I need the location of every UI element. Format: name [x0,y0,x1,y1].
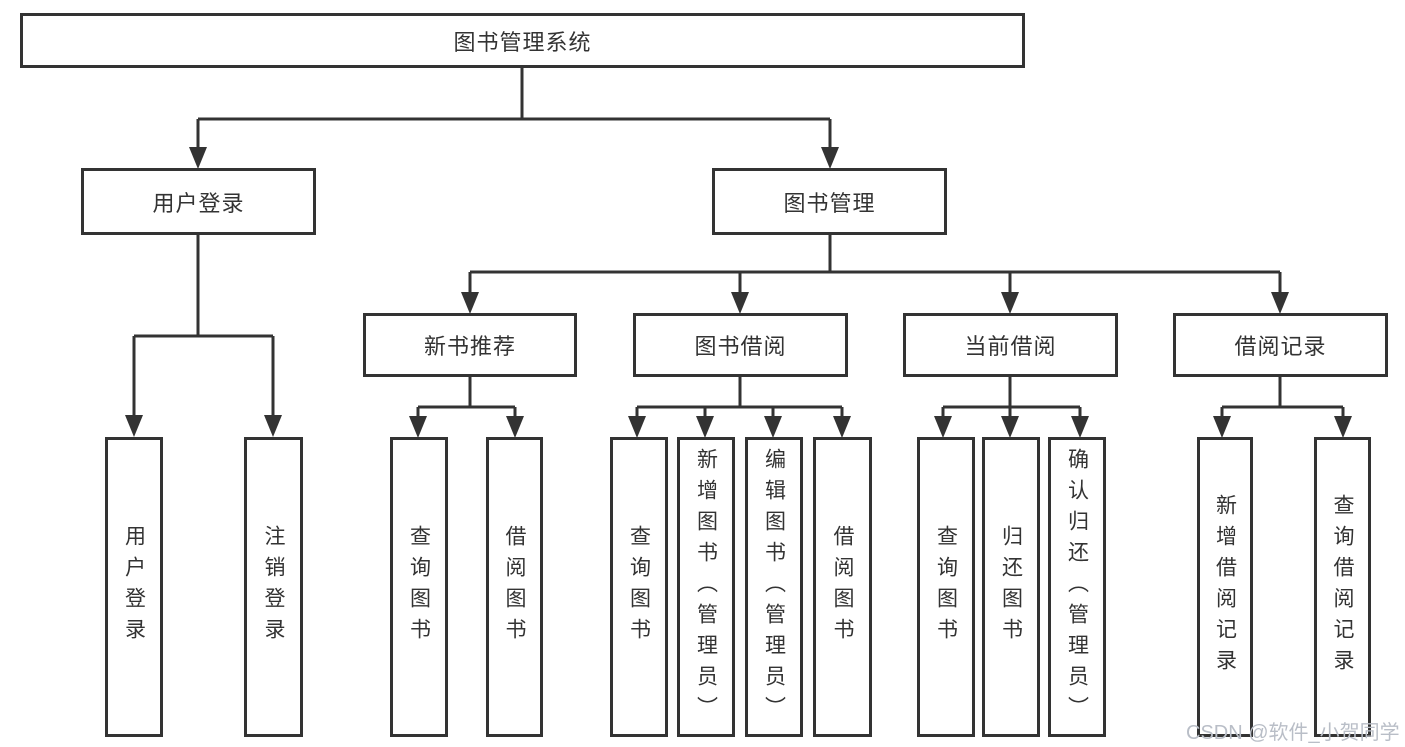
node-user-login: 用户登录 [81,168,316,235]
node-current-borrowing: 当前借阅 [903,313,1118,377]
node-book-management: 图书管理 [712,168,947,235]
leaf-current-return-books: 归还图书 [982,437,1040,737]
leaf-logout: 注销登录 [244,437,303,737]
leaf-recommend-borrow-books: 借阅图书 [486,437,543,737]
leaf-current-query-books: 查询图书 [917,437,975,737]
leaf-records-add-borrow-record: 新增借阅记录 [1197,437,1253,737]
leaf-recommend-query-books: 查询图书 [390,437,448,737]
node-new-book-recommend: 新书推荐 [363,313,577,377]
leaf-current-confirm-return-admin: 确认归还（管理员） [1048,437,1106,737]
node-book-borrowing: 图书借阅 [633,313,848,377]
node-borrowing-records: 借阅记录 [1173,313,1388,377]
leaf-borrowing-borrow-books: 借阅图书 [813,437,872,737]
leaf-borrowing-add-books-admin: 新增图书（管理员） [677,437,735,737]
leaf-borrowing-query-books: 查询图书 [610,437,668,737]
leaf-user-login: 用户登录 [105,437,163,737]
leaf-records-query-borrow-record: 查询借阅记录 [1314,437,1371,737]
csdn-watermark: CSDN @软件_小贺同学 [1186,722,1400,744]
leaf-borrowing-edit-books-admin: 编辑图书（管理员） [745,437,803,737]
node-library-management-system: 图书管理系统 [20,13,1025,68]
